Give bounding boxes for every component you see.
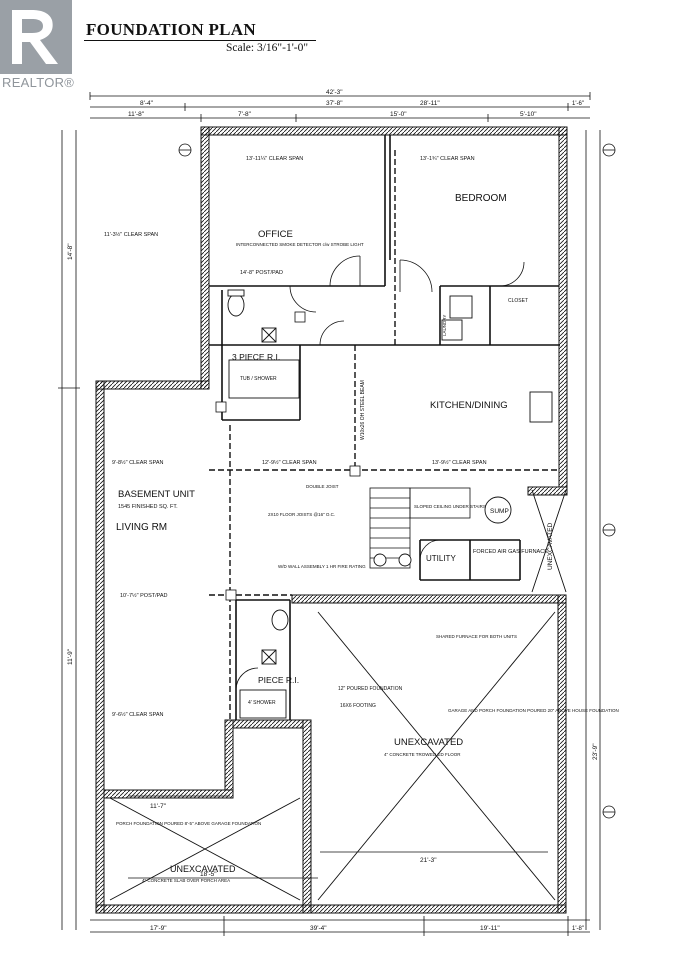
shower-label: 4' SHOWER — [248, 700, 276, 706]
laundry-label: LAUNDRY — [442, 315, 447, 336]
wall-assembly-note: W/D WALL ASSEMBLY 1 HR FIRE RATING — [278, 564, 366, 569]
office-label: OFFICE — [258, 229, 293, 240]
three-piece-bottom-label: PIECE R.I. — [258, 675, 299, 685]
page-title: FOUNDATION PLAN — [86, 20, 256, 39]
beam-pads — [215, 311, 361, 601]
dim-left-offset: 8'-4" — [140, 100, 154, 107]
dim-right-height: 23'-9" — [592, 743, 599, 760]
unexcavated-side-label: UNEXCAVATED — [547, 522, 554, 570]
beams — [209, 150, 560, 720]
furnace-note: SHARED FURNACE FOR BOTH UNITS — [436, 634, 517, 639]
dim-right-offset: 1'-6" — [572, 101, 584, 107]
sump-label: SUMP — [490, 508, 509, 515]
dim-row3-c: 15'-0" — [390, 111, 407, 118]
poured-foundation-note: 12" POURED FOUNDATION — [338, 686, 403, 692]
dim-bottom-c: 19'-11" — [480, 925, 500, 932]
clear-span-7: 9'-6½" CLEAR SPAN — [112, 711, 164, 718]
garage-slab-note: 4" CONCRETE TROWELLED FLOOR — [384, 752, 461, 757]
foundation-walls — [95, 126, 568, 914]
dim-bottom-a: 17'-9" — [150, 925, 167, 932]
unexcavated-garage-label: UNEXCAVATED — [394, 737, 463, 748]
stairs — [369, 487, 471, 569]
bedroom-label: BEDROOM — [455, 193, 507, 204]
unexcavated-marks — [109, 489, 567, 901]
dim-middle-width: 37'-8" — [326, 100, 343, 107]
dim-overall-width: 42'-3" — [326, 89, 343, 96]
clear-span-2: 13'-11¼" CLEAR SPAN — [246, 156, 303, 162]
clear-span-5: 12'-9½" CLEAR SPAN — [262, 459, 317, 466]
double-joist-note: DOUBLE JOIST — [306, 484, 339, 489]
basement-area-label: 1545 FINISHED SQ. FT. — [118, 504, 178, 510]
closet-label: CLOSET — [508, 298, 528, 304]
fixtures — [227, 289, 553, 719]
three-piece-top-label: 3 PIECE R.I. — [232, 352, 280, 362]
furnace-label: FORCED AIR GAS FURNACE — [473, 549, 548, 555]
realtor-logo-box — [0, 0, 72, 74]
dim-row3-b: 7'-8" — [238, 111, 252, 118]
interior-walls — [209, 135, 560, 720]
dim-row3-a: 11'-8" — [128, 111, 145, 118]
steel-beam-note: W10x26 OH STEEL BEAM — [360, 380, 366, 440]
doors — [235, 255, 525, 691]
dim-porch-top: 11'-7" — [150, 803, 167, 810]
scale-label: Scale: 3/16"-1'-0" — [226, 42, 309, 54]
floor-joists-note: 2X10 FLOOR JOISTS @16" O.C. — [268, 512, 335, 517]
unexcavated-porch-label: UNEXCAVATED — [170, 864, 236, 874]
post-pad-1: 14'-8" POST/PAD — [240, 270, 283, 276]
clear-span-1: 11'-3½" CLEAR SPAN — [104, 231, 158, 238]
dimension-lines — [58, 92, 601, 936]
dim-left-height-top: 14'-8" — [67, 243, 74, 260]
clear-span-6: 13'-9½" CLEAR SPAN — [432, 459, 487, 466]
tub-label: TUB / SHOWER — [240, 376, 277, 382]
dim-right-span: 28'-11" — [420, 100, 440, 107]
living-room-label: LIVING RM — [116, 522, 167, 533]
realtor-logo: REALTOR® — [0, 0, 82, 94]
kitchen-label: KITCHEN/DINING — [430, 400, 508, 411]
realtor-r-icon — [12, 10, 58, 64]
utility-label: UTILITY — [426, 554, 456, 563]
dim-porch-width: 18'-5" — [200, 871, 217, 878]
dim-row3-d: 5'-10" — [520, 111, 537, 118]
porch-slab-note: 4" CONCRETE SLAB OVER PORCH AREA — [142, 878, 230, 883]
clear-span-4: 9'-8½" CLEAR SPAN — [112, 459, 164, 466]
smoke-detector-note: INTERCONNECTED SMOKE DETECTOR c/w STROBE… — [236, 242, 364, 247]
dim-bottom-b: 39'-4" — [310, 925, 327, 932]
dim-left-height-bottom: 11'-9" — [67, 648, 74, 665]
dim-garage-width: 21'-3" — [420, 857, 437, 864]
garage-foundation-note: GARAGE AND PORCH FOUNDATION POURED 20" A… — [448, 708, 619, 713]
basement-unit-label: BASEMENT UNIT — [118, 489, 195, 500]
sloped-ceiling-note: SLOPED CEILING UNDER STAIRS — [414, 504, 486, 509]
title-underline — [84, 40, 316, 41]
realtor-logo-text: REALTOR® — [2, 75, 75, 90]
porch-foundation-note: PORCH FOUNDATION POURED 8'-5" ABOVE GARA… — [116, 821, 261, 826]
dim-bottom-d: 1'-8" — [572, 926, 584, 932]
section-markers — [178, 143, 616, 819]
post-pad-2: 10'-7½" POST/PAD — [120, 592, 168, 599]
clear-span-3: 13'-1¾" CLEAR SPAN — [420, 156, 475, 162]
footing-note: 16X6 FOOTING — [340, 703, 376, 709]
